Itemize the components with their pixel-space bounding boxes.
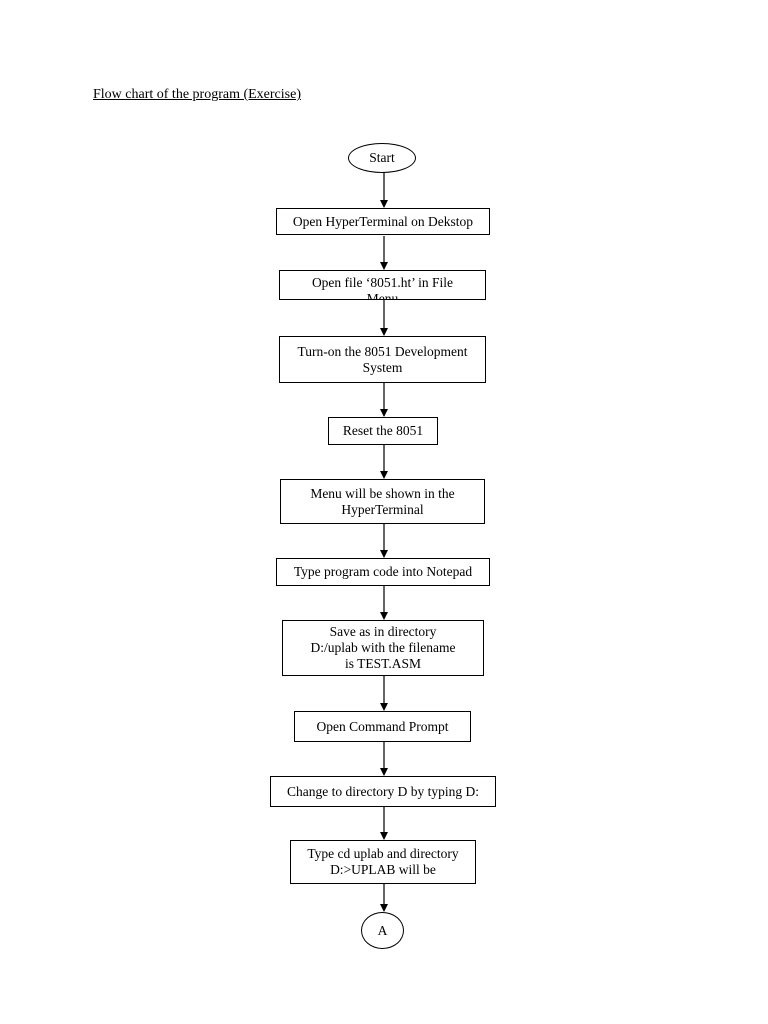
step-type-cd: Type cd uplab and directory D:>UPLAB wil… [290, 840, 476, 884]
step-reset: Reset the 8051 [328, 417, 438, 445]
start-label: Start [369, 150, 395, 165]
step-label: Type cd uplab and directory D:>UPLAB wil… [307, 846, 459, 877]
step-label: Change to directory D by typing D: [287, 783, 479, 799]
step-open-hyperterminal: Open HyperTerminal on Dekstop [276, 208, 490, 235]
step-label: Open HyperTerminal on Dekstop [292, 213, 474, 229]
step-change-directory: Change to directory D by typing D: [270, 776, 496, 807]
step-label: Open file ‘8051.ht’ in File Menu [311, 275, 454, 300]
step-open-file: Open file ‘8051.ht’ in File Menu [279, 270, 486, 300]
step-label: Reset the 8051 [342, 423, 424, 438]
step-menu-shown: Menu will be shown in the HyperTerminal [280, 479, 485, 524]
start-terminal: Start [348, 143, 416, 173]
step-open-command-prompt: Open Command Prompt [294, 711, 471, 742]
step-label: Open Command Prompt [316, 718, 449, 734]
connector-label: A [377, 922, 388, 938]
step-label: Menu will be shown in the HyperTerminal [310, 485, 455, 517]
step-label: Save as in directory D:/uplab with the f… [310, 624, 456, 671]
page-title: Flow chart of the program (Exercise) [93, 87, 301, 102]
step-label: Type program code into Notepad [293, 564, 473, 579]
step-save-as: Save as in directory D:/uplab with the f… [282, 620, 484, 676]
step-turn-on-system: Turn-on the 8051 Development System [279, 336, 486, 383]
step-type-code: Type program code into Notepad [276, 558, 490, 586]
step-label: Turn-on the 8051 Development System [297, 343, 468, 375]
connector-a: A [361, 912, 404, 949]
